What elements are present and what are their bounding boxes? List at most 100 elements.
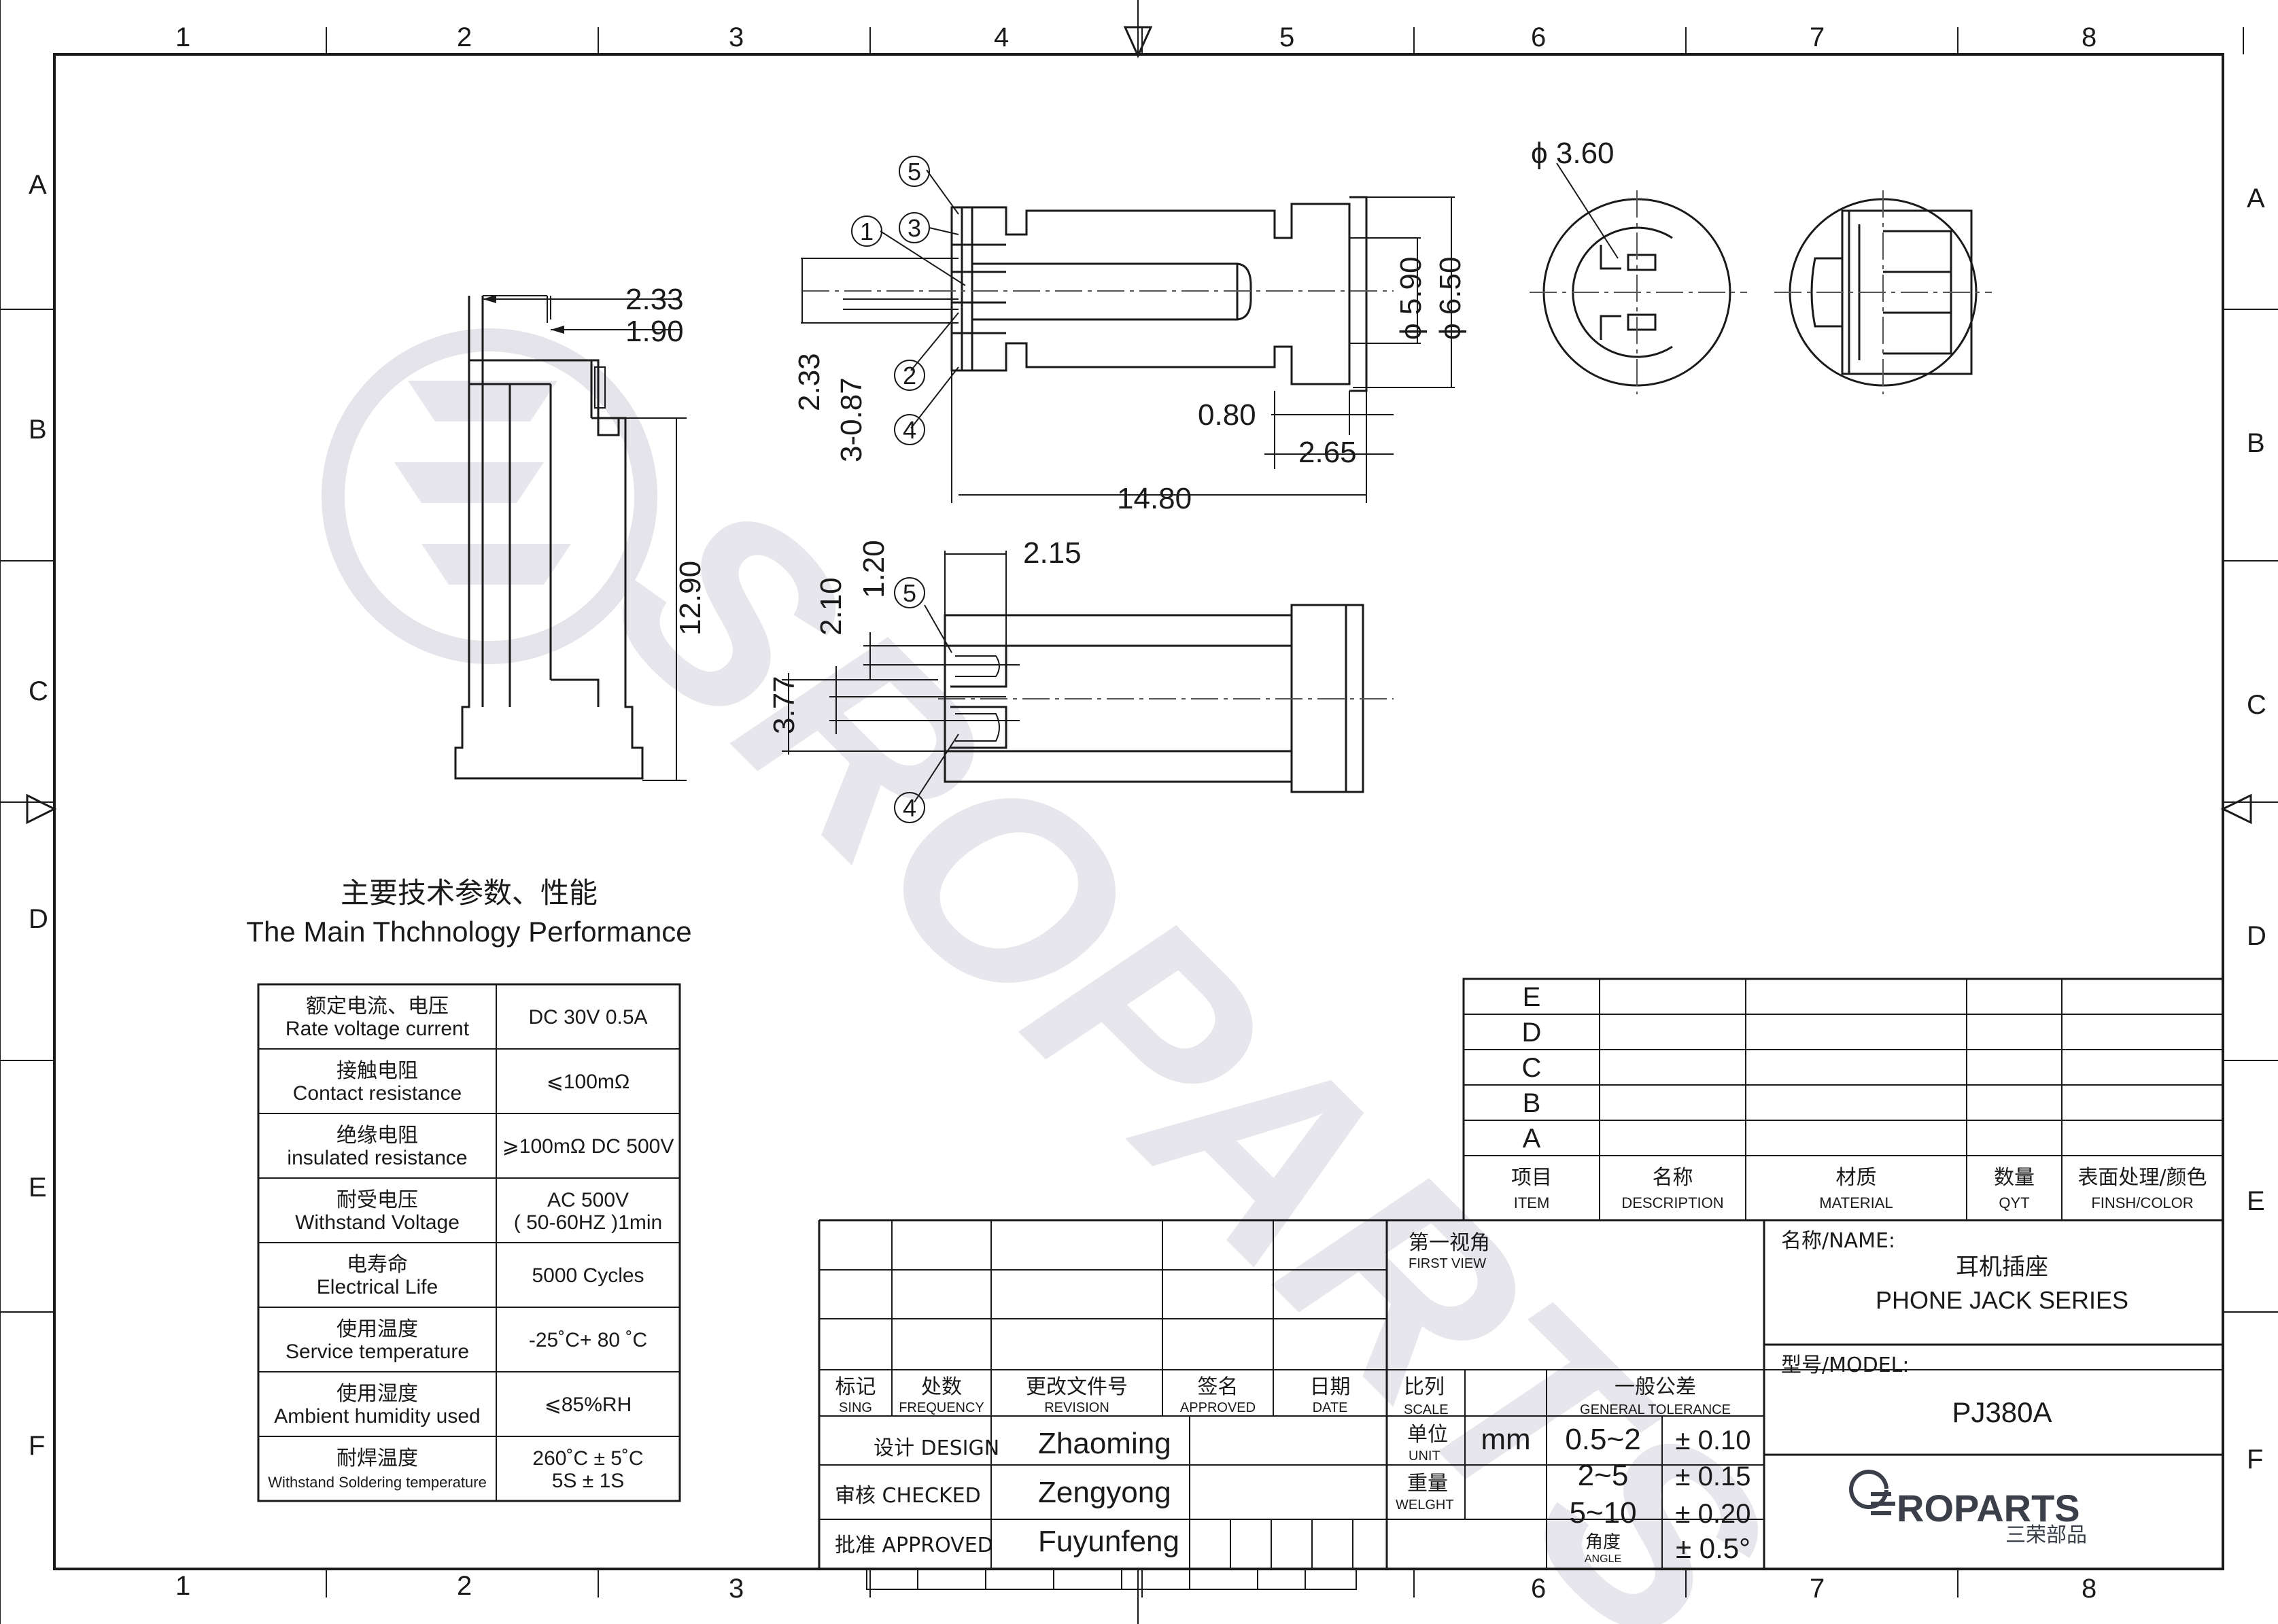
bom-row-label: E — [1523, 982, 1541, 1012]
scale-en: SCALE — [1404, 1402, 1449, 1417]
dim-label: 2.15 — [1023, 536, 1082, 570]
first-view-cn: 第一视角 — [1409, 1231, 1490, 1255]
unit-cn: 单位 — [1407, 1423, 1448, 1447]
perf-value: ⩽100mΩ — [547, 1071, 630, 1093]
perf-param-cn: 耐焊温度 — [336, 1447, 418, 1470]
perf-value: AC 500V — [547, 1189, 629, 1211]
revision-header-cn: 签名 — [1198, 1375, 1239, 1399]
title-block: 标记SING处数FREQUENCY更改文件号REVISION签名APPROVED… — [818, 1219, 2223, 1590]
col-label: 8 — [2082, 1574, 2096, 1604]
row-label: A — [2247, 184, 2265, 213]
revision-header-en: FREQUENCY — [899, 1400, 984, 1415]
bom-header-en: MATERIAL — [1819, 1194, 1893, 1211]
perf-param-en: Electrical Life — [317, 1276, 438, 1298]
top-view: 5 3 1 2 4 2.33 3-0.87 ϕ 5.90 ϕ 6.50 0.80… — [793, 156, 1467, 515]
row-label: C — [2247, 690, 2266, 720]
perf-value: DC 30V 0.5A — [528, 1006, 647, 1029]
col-label: 5 — [1279, 22, 1294, 52]
scale-cn: 比列 — [1404, 1375, 1445, 1399]
perf-value-2: ( 50-60HZ )1min — [514, 1211, 662, 1234]
tolerance-range: 5~10 — [1569, 1496, 1636, 1530]
revision-header-en: APPROVED — [1180, 1400, 1256, 1415]
perf-param-en: Rate voltage current — [286, 1018, 470, 1040]
first-view-en: FIRST VIEW — [1409, 1256, 1486, 1271]
unit-value: mm — [1481, 1423, 1530, 1456]
dim-label: 14.80 — [1117, 482, 1192, 515]
row-label: D — [2247, 921, 2266, 951]
performance-title-cn: 主要技术参数、性能 — [341, 876, 598, 910]
perf-param-cn: 使用温度 — [336, 1317, 418, 1341]
tolerance-cn: 一般公差 — [1615, 1375, 1696, 1399]
bom-header-en: DESCRIPTION — [1621, 1194, 1723, 1211]
col-label: 8 — [2082, 22, 2096, 52]
row-label: A — [29, 170, 47, 200]
bom-header-cn: 项目 — [1511, 1166, 1552, 1190]
col-label: 2 — [457, 1571, 472, 1601]
tolerance-range: 0.5~2 — [1565, 1423, 1640, 1456]
performance-title-en: The Main Thchnology Performance — [246, 916, 691, 948]
bom-row-label: B — [1523, 1088, 1541, 1118]
model-value: PJ380A — [1952, 1396, 2052, 1428]
row-label: F — [2247, 1445, 2263, 1474]
weight-en: WELGHT — [1396, 1498, 1454, 1513]
dim-label: 2.65 — [1298, 436, 1357, 469]
perf-param-cn: 使用湿度 — [336, 1382, 418, 1406]
front-view: ϕ 3.60 — [1530, 137, 1747, 394]
dim-label: 1.20 — [857, 540, 891, 598]
side-view: 2.33 1.90 12.90 — [454, 283, 707, 781]
row-label: B — [29, 415, 47, 445]
revision-header-cn: 日期 — [1310, 1375, 1351, 1399]
perf-param-cn: 绝缘电阻 — [336, 1124, 418, 1147]
checked-label: 审核 CHECKED — [835, 1484, 981, 1508]
bom-header-cn: 表面处理/颜色 — [2077, 1166, 2207, 1190]
perf-param-en: Withstand Soldering temperature — [268, 1474, 487, 1491]
bom-header-en: QYT — [1999, 1194, 2029, 1211]
row-label: B — [2247, 428, 2265, 458]
dim-label: ϕ 5.90 — [1394, 256, 1428, 340]
name-label: 名称/NAME: — [1781, 1229, 1895, 1253]
part-balloon: 3 — [908, 214, 921, 242]
dim-label: 0.80 — [1198, 398, 1256, 432]
unit-en: UNIT — [1409, 1449, 1440, 1464]
revision-header-cn: 标记 — [835, 1375, 876, 1399]
rear-view — [1774, 190, 1992, 394]
name-en: PHONE JACK SERIES — [1876, 1286, 2128, 1314]
bom-header-en: FINSH/COLOR — [2091, 1194, 2193, 1211]
dim-label: ϕ 3.60 — [1531, 137, 1615, 170]
perf-param-en: Ambient humidity used — [274, 1405, 481, 1428]
bom-header-cn: 数量 — [1994, 1166, 2035, 1190]
approved-label: 批准 APPROVED — [835, 1534, 993, 1557]
col-label: 6 — [1531, 1574, 1546, 1604]
part-balloon: 5 — [908, 158, 921, 186]
perf-value: ⩾100mΩ DC 500V — [502, 1135, 674, 1158]
perf-value: 5000 Cycles — [532, 1264, 644, 1287]
dim-label: ϕ 6.50 — [1434, 256, 1467, 340]
bom-table: EDCBA项目ITEM名称DESCRIPTION材质MATERIAL数量QYT表… — [1462, 978, 2224, 1222]
model-label: 型号/MODEL: — [1781, 1353, 1909, 1377]
tolerance-en: GENERAL TOLERANCE — [1580, 1402, 1731, 1417]
perf-param-cn: 额定电流、电压 — [306, 995, 449, 1018]
name-cn: 耳机插座 — [1956, 1254, 2048, 1281]
perf-param-en: Withstand Voltage — [295, 1211, 460, 1234]
column-labels: 1 2 3 4 5 6 7 8 1 2 3 6 7 8 — [175, 22, 2096, 1604]
perf-param-cn: 接触电阻 — [336, 1059, 418, 1083]
revision-header-en: SING — [839, 1400, 872, 1415]
col-label: 3 — [729, 22, 744, 52]
row-label: E — [2247, 1186, 2265, 1216]
part-balloon: 4 — [903, 416, 916, 444]
col-label: 3 — [729, 1574, 744, 1604]
perf-param-en: insulated resistance — [287, 1147, 467, 1169]
dim-label: 2.10 — [814, 577, 848, 636]
performance-section: 主要技术参数、性能 The Main Thchnology Performanc… — [246, 876, 692, 1502]
bom-row-label: C — [1522, 1053, 1542, 1083]
perf-param-en: Contact resistance — [293, 1082, 462, 1105]
angle-en: ANGLE — [1585, 1553, 1621, 1565]
perf-value: -25˚C+ 80 ˚C — [529, 1329, 647, 1351]
col-label: 6 — [1531, 22, 1546, 52]
part-balloon: 4 — [903, 794, 916, 822]
row-label: C — [29, 676, 48, 706]
col-label: 4 — [994, 22, 1009, 52]
logo-sub: 三荣部品 — [2005, 1523, 2087, 1547]
